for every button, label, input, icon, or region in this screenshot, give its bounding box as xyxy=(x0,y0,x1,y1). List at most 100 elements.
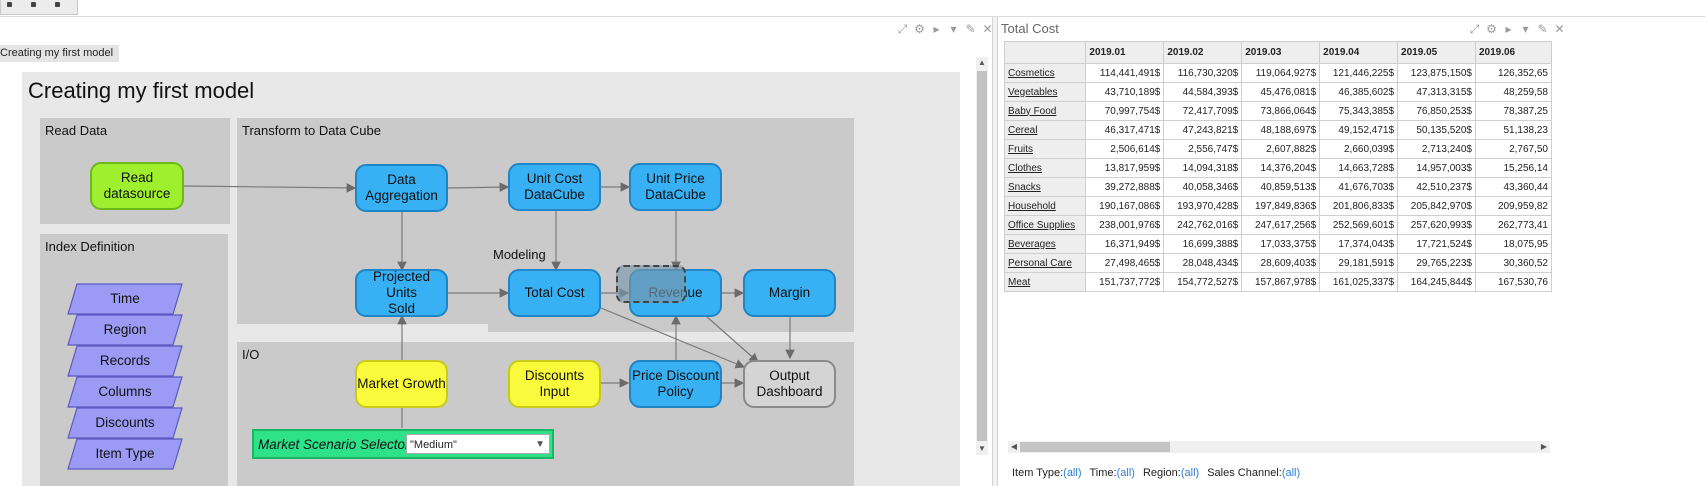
scroll-left-icon[interactable]: ◀ xyxy=(1010,442,1018,451)
filter-item[interactable]: Region:(all) xyxy=(1143,467,1199,479)
column-header[interactable]: 2019.04 xyxy=(1319,41,1399,64)
row-header-link[interactable]: Clothes xyxy=(1004,158,1087,178)
column-header[interactable]: 2019.03 xyxy=(1241,41,1321,64)
table-cell: 205,842,970$ xyxy=(1397,196,1476,216)
expand-icon[interactable]: ⤢ xyxy=(897,22,908,36)
row-header-link[interactable]: Meat xyxy=(1004,272,1087,292)
filter-item[interactable]: Time:(all) xyxy=(1090,467,1135,479)
column-header[interactable]: 2019.01 xyxy=(1085,41,1165,64)
filter-value-link[interactable]: (all) xyxy=(1116,467,1135,479)
table-cell: 44,584,393$ xyxy=(1163,82,1243,102)
close-icon[interactable]: ✕ xyxy=(1554,22,1565,36)
scroll-up-icon[interactable]: ▲ xyxy=(978,58,986,67)
result-pane-controls: ⤢ ⚙ ▸ ▾ ✎ ✕ xyxy=(1468,23,1566,36)
node-price-discount-policy[interactable]: Price Discount Policy xyxy=(629,360,722,408)
row-header-link[interactable]: Beverages xyxy=(1004,234,1087,254)
table-cell: 16,699,388$ xyxy=(1163,234,1243,254)
index-label: Records xyxy=(99,353,151,368)
scroll-right-icon[interactable]: ▶ xyxy=(1540,442,1548,451)
row-header-link[interactable]: Cosmetics xyxy=(1004,63,1087,83)
table-cell: 45,476,081$ xyxy=(1241,82,1321,102)
node-discounts-input[interactable]: Discounts Input xyxy=(508,360,601,408)
filter-item[interactable]: Sales Channel:(all) xyxy=(1207,467,1300,479)
diagram-pane: ⤢ ⚙ ▸ ▾ ✎ ✕ Creating my first model Crea… xyxy=(0,17,1078,486)
index-item-type[interactable]: Item Type xyxy=(67,438,183,470)
minimize-icon[interactable]: ▾ xyxy=(1522,22,1529,36)
diagram-vertical-scrollbar[interactable]: ▲ ▼ xyxy=(976,57,988,455)
table-cell: 154,772,527$ xyxy=(1163,272,1243,292)
group-label: Read Data xyxy=(45,123,108,138)
node-output-dashboard[interactable]: Output Dashboard xyxy=(743,360,836,408)
dropdown-arrow-icon[interactable]: ▼ xyxy=(535,439,545,450)
node-total-cost[interactable]: Total Cost xyxy=(508,269,601,317)
row-header-link[interactable]: Fruits xyxy=(1004,139,1087,159)
scroll-down-icon[interactable]: ▼ xyxy=(978,444,986,453)
scroll-thumb[interactable] xyxy=(977,71,987,441)
index-label: Item Type xyxy=(95,446,155,461)
scroll-thumb[interactable] xyxy=(1020,442,1170,452)
row-header-link[interactable]: Personal Care xyxy=(1004,253,1087,273)
index-records[interactable]: Records xyxy=(67,345,183,377)
diagram-tab[interactable]: Creating my first model xyxy=(0,45,120,62)
filter-value-link[interactable]: (all) xyxy=(1281,467,1301,479)
edit-icon[interactable]: ✎ xyxy=(1537,22,1548,36)
row-header-link[interactable]: Office Supplies xyxy=(1004,215,1087,235)
row-header-link[interactable]: Household xyxy=(1004,196,1087,216)
toolbar-dot-icon xyxy=(7,2,12,7)
gear-icon[interactable]: ⚙ xyxy=(914,22,925,36)
node-unit-price-datacube[interactable]: Unit Price DataCube xyxy=(629,163,722,211)
index-shape xyxy=(67,438,183,470)
table-cell: 47,243,821$ xyxy=(1163,120,1243,140)
table-cell: 164,245,844$ xyxy=(1397,272,1476,292)
table-cell: 252,569,601$ xyxy=(1319,215,1399,235)
node-margin[interactable]: Margin xyxy=(743,269,836,317)
market-scenario-selector[interactable]: Market Scenario Selector "Medium" ▼ xyxy=(252,429,554,459)
filter-label: Region: xyxy=(1142,467,1181,479)
filter-value-link[interactable]: (all) xyxy=(1180,467,1200,479)
toolbar-tab[interactable] xyxy=(0,0,78,15)
column-header[interactable]: 2019.02 xyxy=(1163,41,1243,64)
play-icon[interactable]: ▸ xyxy=(933,22,940,36)
table-horizontal-scrollbar[interactable]: ◀ ▶ xyxy=(1008,441,1550,453)
filter-item[interactable]: Item Type:(all) xyxy=(1012,467,1082,479)
row-header-link[interactable]: Baby Food xyxy=(1004,101,1087,121)
node-read-datasource[interactable]: Read datasource xyxy=(90,162,184,210)
node-market-growth[interactable]: Market Growth xyxy=(355,360,448,408)
filter-value-link[interactable]: (all) xyxy=(1063,467,1082,479)
row-header-link[interactable]: Vegetables xyxy=(1004,82,1087,102)
expand-icon[interactable]: ⤢ xyxy=(1469,22,1480,36)
table-cell: 46,317,471$ xyxy=(1085,120,1165,140)
table-cell: 2,713,240$ xyxy=(1397,139,1476,159)
table-cell: 193,970,428$ xyxy=(1163,196,1243,216)
node-data-aggregation[interactable]: Data Aggregation xyxy=(355,164,448,212)
table-cell: 190,167,086$ xyxy=(1085,196,1165,216)
index-discounts[interactable]: Discounts xyxy=(67,407,183,439)
node-unit-cost-datacube[interactable]: Unit Cost DataCube xyxy=(508,163,601,211)
group-label: Modeling xyxy=(493,247,546,262)
row-header-link[interactable]: Snacks xyxy=(1004,177,1087,197)
table-cell: 18,075,95 xyxy=(1474,234,1552,254)
drag-ghost-node[interactable] xyxy=(616,265,686,303)
gear-icon[interactable]: ⚙ xyxy=(1486,22,1497,36)
table-cell: 40,859,513$ xyxy=(1241,177,1321,197)
table-cell: 262,773,41 xyxy=(1474,215,1552,235)
node-projected-units-sold[interactable]: Projected Units Sold xyxy=(355,269,448,317)
row-header-link[interactable]: Cereal xyxy=(1004,120,1087,140)
index-time[interactable]: Time xyxy=(67,283,183,315)
play-icon[interactable]: ▸ xyxy=(1505,22,1512,36)
column-header[interactable]: 2019.06 xyxy=(1474,41,1552,64)
index-label: Columns xyxy=(98,384,152,399)
index-region[interactable]: Region xyxy=(67,314,183,346)
edit-icon[interactable]: ✎ xyxy=(965,22,976,36)
index-columns[interactable]: Columns xyxy=(67,376,183,408)
close-icon[interactable]: ✕ xyxy=(982,22,993,36)
table-cell: 39,272,888$ xyxy=(1085,177,1165,197)
table-cell: 76,850,253$ xyxy=(1397,101,1476,121)
table-cell: 126,352,65 xyxy=(1474,63,1552,83)
column-header[interactable]: 2019.05 xyxy=(1397,41,1476,64)
selector-dropdown[interactable]: "Medium" ▼ xyxy=(406,434,550,454)
minimize-icon[interactable]: ▾ xyxy=(950,22,957,36)
pane-divider[interactable] xyxy=(992,17,998,486)
